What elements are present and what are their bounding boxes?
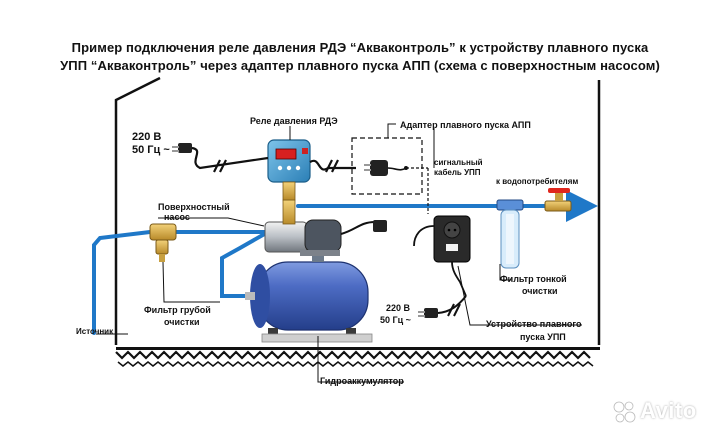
pump-plug <box>373 220 387 232</box>
plug-icon <box>172 143 192 153</box>
softstart-label-1: Устройство плавного <box>486 319 582 329</box>
water-pipes <box>92 190 598 335</box>
to-consumers-label: к водопотребителям <box>496 177 579 186</box>
filter-icon <box>149 223 177 262</box>
tank-icon <box>245 252 373 343</box>
softstart-icon <box>433 215 471 297</box>
power-top-voltage: 220 В <box>132 131 162 143</box>
avito-logo-icon <box>613 401 636 423</box>
fine-filter-icon <box>496 199 524 269</box>
coarse-filter-label-1: Фильтр грубой <box>144 305 211 315</box>
frame-line-left <box>114 76 161 345</box>
pump-icon <box>264 199 342 256</box>
signal-cable-label-1: сигнальный <box>434 158 483 167</box>
pump-label-1: Поверхностный <box>158 202 230 212</box>
diagram-title-line1: Пример подключения реле давления РДЭ “Ак… <box>71 40 649 55</box>
diagram-title-line2: УПП “Акваконтроль” через адаптер плавног… <box>60 58 660 73</box>
fine-filter-label-2: очистки <box>522 286 558 296</box>
adapter-dashed-box <box>351 137 423 195</box>
ground-icon <box>115 347 600 367</box>
signal-cable-label-2: кабель УПП <box>434 168 481 177</box>
accumulator-label: Гидроаккумулятор <box>320 376 404 386</box>
adapter-label: Адаптер плавного пуска АПП <box>400 120 531 130</box>
adapter-icon <box>364 160 408 176</box>
coarse-filter-label-2: очистки <box>164 317 200 327</box>
relay-label: Реле давления РДЭ <box>250 116 338 126</box>
valve-icon <box>544 188 572 212</box>
avito-watermark: Avito <box>640 398 697 423</box>
power-top-frequency: 50 Гц ~ <box>132 144 170 156</box>
power-bottom-voltage: 220 В <box>386 303 411 313</box>
plug-icon <box>418 295 467 318</box>
callout-lines <box>96 128 582 383</box>
power-bottom-frequency: 50 Гц ~ <box>380 315 411 325</box>
source-label: Источник <box>76 327 114 336</box>
softstart-label-2: пуска УПП <box>520 332 566 342</box>
fine-filter-label-1: Фильтр тонкой <box>500 274 567 284</box>
relay-adapter-cable <box>309 159 356 173</box>
relay-icon <box>267 139 311 201</box>
softstart-pump-cable <box>413 225 435 247</box>
pump-label-2: насос <box>164 212 190 222</box>
power-cable-top <box>191 146 269 173</box>
adapter-callout <box>387 123 396 138</box>
